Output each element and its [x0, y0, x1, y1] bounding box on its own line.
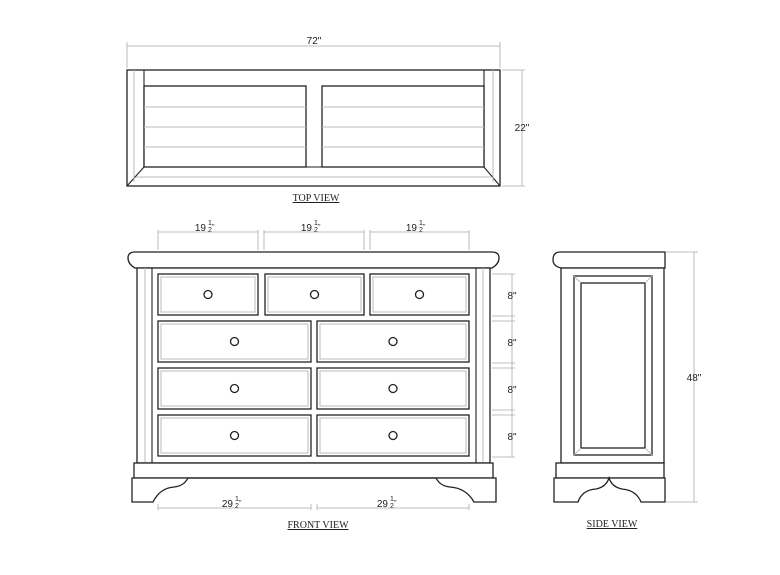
- drawer-knob[interactable]: [229, 383, 240, 394]
- dimension-unit: ": [239, 500, 242, 507]
- dimension-denominator: 2: [390, 503, 394, 510]
- dimension-whole: 29: [377, 499, 389, 510]
- top-width-dimension: 72": [307, 36, 322, 47]
- dimension-numerator: 1: [419, 220, 423, 227]
- drawer-height-label: 8": [507, 432, 517, 443]
- dimension-numerator: 1: [314, 220, 318, 227]
- top-view-caption: TOP VIEW: [293, 193, 340, 204]
- drawer-height-label: 8": [507, 291, 517, 302]
- drawer-knob[interactable]: [388, 336, 398, 347]
- dimension-numerator: 1: [235, 496, 239, 503]
- side-view-caption: SIDE VIEW: [587, 519, 638, 530]
- drawer[interactable]: [264, 273, 365, 316]
- side-view: 48" SIDE VIEW: [552, 251, 702, 530]
- side-height-dimension: 48": [687, 373, 702, 384]
- dimension-whole: 19: [301, 223, 313, 234]
- drawer[interactable]: [157, 414, 312, 457]
- drawer-knob[interactable]: [229, 430, 240, 441]
- drawer[interactable]: [369, 273, 470, 316]
- top-view: 72" 22" TOP VIEW: [126, 36, 530, 204]
- lower-drawer-dimensions: [157, 504, 470, 510]
- drawer-height-dimensions: 8" 8" 8" 8": [492, 273, 517, 458]
- dimension-denominator: 2: [235, 503, 239, 510]
- dimension-whole: 19: [406, 223, 418, 234]
- top-depth-dimension: 22": [515, 123, 530, 134]
- top-drawer-dimensions: [157, 230, 470, 250]
- dimension-unit: ": [394, 500, 397, 507]
- drawer-knob[interactable]: [388, 383, 398, 394]
- dimension-whole: 19: [195, 223, 207, 234]
- drawer-height-label: 8": [507, 385, 517, 396]
- dimension-numerator: 1: [208, 220, 212, 227]
- dimension-denominator: 2: [208, 227, 212, 234]
- dimension-whole: 29: [222, 499, 234, 510]
- dimension-numerator: 1: [390, 496, 394, 503]
- drawer-knob[interactable]: [229, 336, 240, 347]
- drawer[interactable]: [316, 320, 470, 363]
- drawer-knob[interactable]: [203, 289, 213, 300]
- dimension-denominator: 2: [314, 227, 318, 234]
- drawer[interactable]: [316, 367, 470, 410]
- drawer-knob[interactable]: [388, 430, 398, 441]
- drawer[interactable]: [157, 320, 312, 363]
- dimension-unit: ": [318, 224, 321, 231]
- drawer[interactable]: [157, 273, 259, 316]
- drawer-height-label: 8": [507, 338, 517, 349]
- drawer-knob[interactable]: [414, 289, 425, 300]
- dimension-denominator: 2: [419, 227, 423, 234]
- front-view-caption: FRONT VIEW: [287, 520, 349, 531]
- dimension-unit: ": [423, 224, 426, 231]
- drawer[interactable]: [157, 367, 312, 410]
- drawer[interactable]: [316, 414, 470, 457]
- dimension-unit: ": [212, 224, 215, 231]
- drawer-knob[interactable]: [309, 289, 320, 300]
